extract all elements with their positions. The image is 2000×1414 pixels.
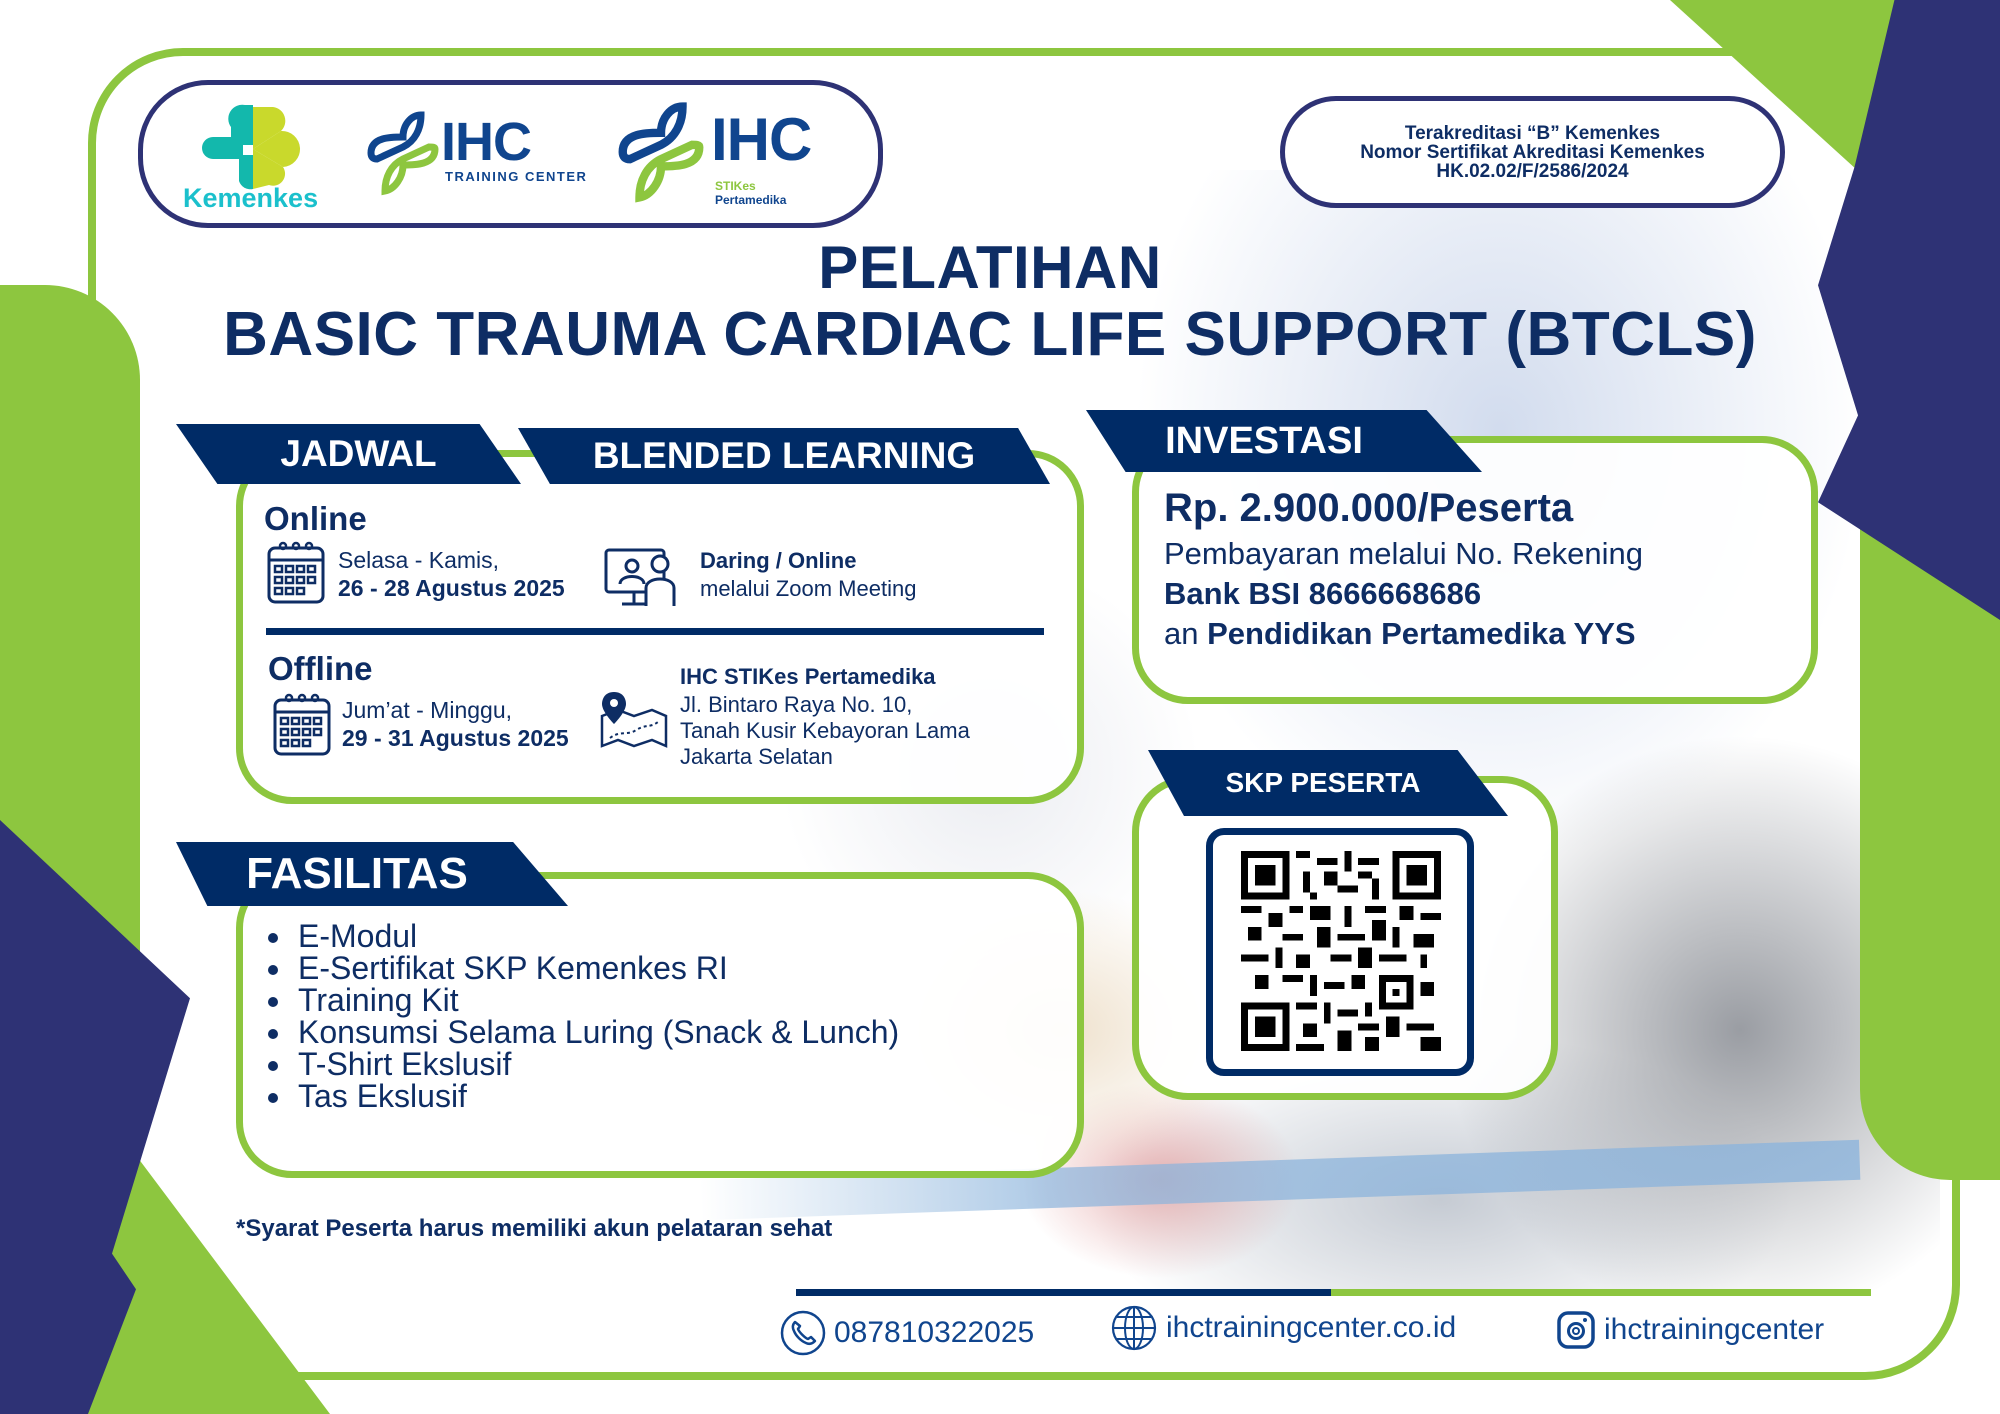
ihc-wordmark: IHC (441, 112, 532, 172)
account-name: Pendidikan Pertamedika YYS (1207, 616, 1636, 651)
phone-number[interactable]: 087810322025 (834, 1316, 1035, 1349)
kemenkes-wordmark: Kemenkes (183, 183, 319, 213)
instagram-icon (1557, 1311, 1595, 1349)
title-line-1: PELATIHAN (818, 234, 1162, 301)
poster-title: PELATIHAN BASIC TRAUMA CARDIAC LIFE SUPP… (120, 238, 1860, 372)
online-days: Selasa - Kamis, (338, 547, 500, 573)
offline-dates: 29 - 31 Agustus 2025 (342, 725, 569, 751)
footer-divider-navy (796, 1289, 1331, 1296)
title-line-2: BASIC TRAUMA CARDIAC LIFE SUPPORT (BTCLS… (223, 300, 1757, 369)
globe-icon (1111, 1305, 1157, 1351)
phone-contact[interactable]: 087810322025 (780, 1310, 1034, 1356)
venue-address-line-1: Jl. Bintaro Raya No. 10, (680, 692, 913, 717)
facilities-list: E-Modul E-Sertifikat SKP Kemenkes RI Tra… (264, 920, 899, 1112)
phone-icon (780, 1310, 826, 1356)
ihc-leaf-icon (618, 102, 704, 203)
kemenkes-logo-icon (202, 104, 301, 190)
bank-account-number: Bank BSI 8666668686 (1164, 576, 1482, 611)
online-mode-detail: melalui Zoom Meeting (700, 576, 917, 601)
schedule-box (236, 450, 1084, 804)
online-dates: 26 - 28 Agustus 2025 (338, 575, 565, 601)
ihc-training-center-logo: IHC TRAINING CENTER (363, 107, 586, 204)
price: Rp. 2.900.000/Peserta (1164, 486, 1574, 530)
facility-item: Konsumsi Selama Luring (Snack & Lunch) (264, 1016, 899, 1048)
accreditation-badge: Terakreditasi “B” Kemenkes Nomor Sertifi… (1280, 96, 1785, 208)
logo-banner: Kemenkes IHC TRAINING CENTER IHC STIKes … (138, 80, 883, 228)
accreditation-number: HK.02.02/F/2586/2024 (1436, 160, 1629, 182)
facility-item: T-Shirt Ekslusif (264, 1048, 899, 1080)
venue-address-line-3: Jakarta Selatan (680, 744, 833, 769)
facility-item: Tas Ekslusif (264, 1080, 899, 1112)
ihc-wordmark: IHC (711, 106, 812, 173)
accreditation-label: Nomor Sertifikat Akreditasi Kemenkes (1360, 141, 1705, 163)
website-link[interactable]: ihctrainingcenter.co.id (1166, 1311, 1457, 1344)
calendar-icon (273, 693, 331, 756)
online-heading: Online (264, 500, 367, 537)
footer-divider-green (1331, 1289, 1871, 1296)
pertamedika-wordmark: Pertamedika (715, 193, 787, 207)
accreditation-status: Terakreditasi “B” Kemenkes (1404, 122, 1661, 144)
facility-item: Training Kit (264, 984, 899, 1016)
venue-name: IHC STIKes Pertamedika (680, 664, 936, 689)
venue-address-line-2: Tanah Kusir Kebayoran Lama (680, 718, 970, 743)
qr-code-frame[interactable] (1206, 828, 1474, 1076)
instagram-handle[interactable]: ihctrainingcenter (1604, 1313, 1825, 1346)
website-contact[interactable]: ihctrainingcenter.co.id (1110, 1304, 1456, 1352)
investment-tab: INVESTASI (1086, 410, 1482, 472)
ihc-stikes-pertamedika-logo: IHC STIKes Pertamedika (613, 97, 812, 212)
schedule-divider (266, 628, 1044, 635)
payment-instruction: Pembayaran melalui No. Rekening (1164, 536, 1644, 571)
offline-heading: Offline (268, 650, 373, 687)
stikes-wordmark: STIKes (715, 179, 756, 193)
facilities-box (236, 872, 1084, 1178)
facility-item: E-Sertifikat SKP Kemenkes RI (264, 952, 899, 984)
participant-requirement-note: *Syarat Peserta harus memiliki akun pela… (236, 1215, 833, 1242)
ihc-leaf-icon (367, 111, 439, 196)
online-mode-title: Daring / Online (700, 548, 857, 573)
investment-box (1132, 436, 1818, 704)
qr-code-icon[interactable] (1241, 851, 1441, 1051)
calendar-icon (267, 541, 325, 604)
account-prefix: an (1164, 616, 1199, 651)
map-location-icon (600, 692, 668, 748)
training-center-wordmark: TRAINING CENTER (445, 169, 588, 184)
schedule-tab: JADWAL (176, 424, 521, 484)
skp-tab: SKP PESERTA (1148, 750, 1508, 816)
blended-learning-tab: BLENDED LEARNING (518, 428, 1050, 484)
facility-item: E-Modul (264, 920, 899, 952)
instagram-contact[interactable]: ihctrainingcenter (1556, 1310, 1824, 1350)
offline-days: Jum’at - Minggu, (342, 697, 513, 723)
facilities-tab: FASILITAS (176, 842, 568, 906)
video-meeting-icon (604, 548, 676, 606)
